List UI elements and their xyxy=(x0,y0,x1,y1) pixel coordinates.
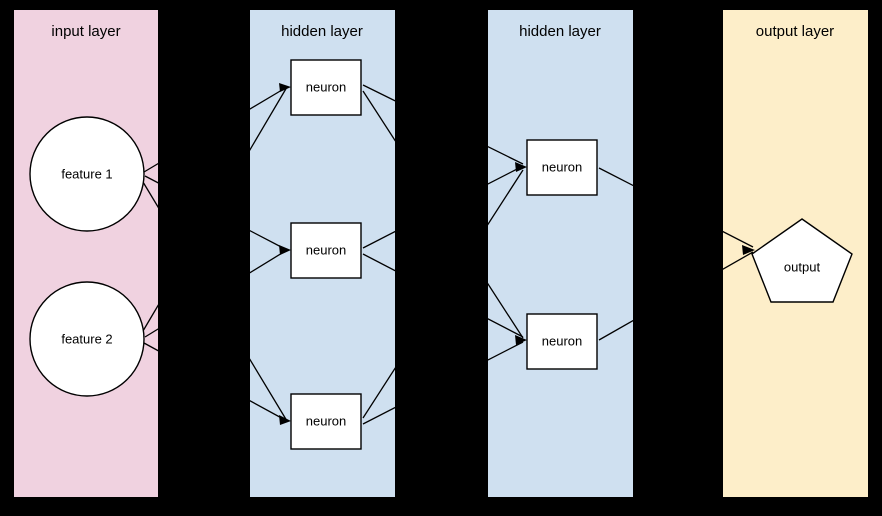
hidden1-neuron-3-label: neuron xyxy=(306,413,346,428)
hidden1-neuron-1-box[interactable] xyxy=(290,59,362,116)
hidden2-neuron-1-box[interactable] xyxy=(526,139,598,196)
arrow-heads xyxy=(279,83,755,425)
hidden2-neuron-1-label: neuron xyxy=(542,159,582,174)
hidden1-neuron-3-box[interactable] xyxy=(290,393,362,450)
arrowhead-h2n2 xyxy=(515,335,527,345)
output-label: output xyxy=(784,259,821,274)
arrowhead-output xyxy=(742,245,755,255)
hidden1-neuron-1-label: neuron xyxy=(306,79,346,94)
arrowhead-h2n1 xyxy=(515,162,527,172)
node-output[interactable]: output xyxy=(751,218,853,303)
feature-2-label: feature 2 xyxy=(61,331,112,346)
output-pentagon[interactable] xyxy=(751,218,853,303)
hidden1-neuron-2-box[interactable] xyxy=(290,222,362,279)
title-output-layer: output layer xyxy=(756,23,834,40)
node-hidden1-neuron-3[interactable]: neuron xyxy=(290,393,362,450)
feature-1-label: feature 1 xyxy=(61,166,112,181)
arrowhead-neuron2-a xyxy=(279,245,291,255)
hidden1-neuron-2-label: neuron xyxy=(306,242,346,257)
node-hidden2-neuron-2[interactable]: neuron xyxy=(526,313,598,370)
node-hidden2-neuron-1[interactable]: neuron xyxy=(526,139,598,196)
arrowhead-neuron1-a xyxy=(279,83,291,92)
hidden2-neuron-2-label: neuron xyxy=(542,333,582,348)
node-hidden1-neuron-1[interactable]: neuron xyxy=(290,59,362,116)
node-hidden1-neuron-2[interactable]: neuron xyxy=(290,222,362,279)
arrowhead-neuron3-a xyxy=(279,415,291,425)
title-hidden-layer-1: hidden layer xyxy=(281,23,363,40)
title-input-layer: input layer xyxy=(51,23,120,40)
panel-input-layer xyxy=(14,10,158,497)
hidden2-neuron-2-box[interactable] xyxy=(526,313,598,370)
node-feature-1[interactable]: feature 1 xyxy=(29,116,145,232)
title-hidden-layer-2: hidden layer xyxy=(519,23,601,40)
connection-edges xyxy=(142,84,754,425)
node-feature-2[interactable]: feature 2 xyxy=(29,281,145,397)
feature-2-circle[interactable] xyxy=(29,281,145,397)
layer-panels xyxy=(14,10,868,497)
feature-1-circle[interactable] xyxy=(29,116,145,232)
panel-hidden-layer-2 xyxy=(488,10,633,497)
